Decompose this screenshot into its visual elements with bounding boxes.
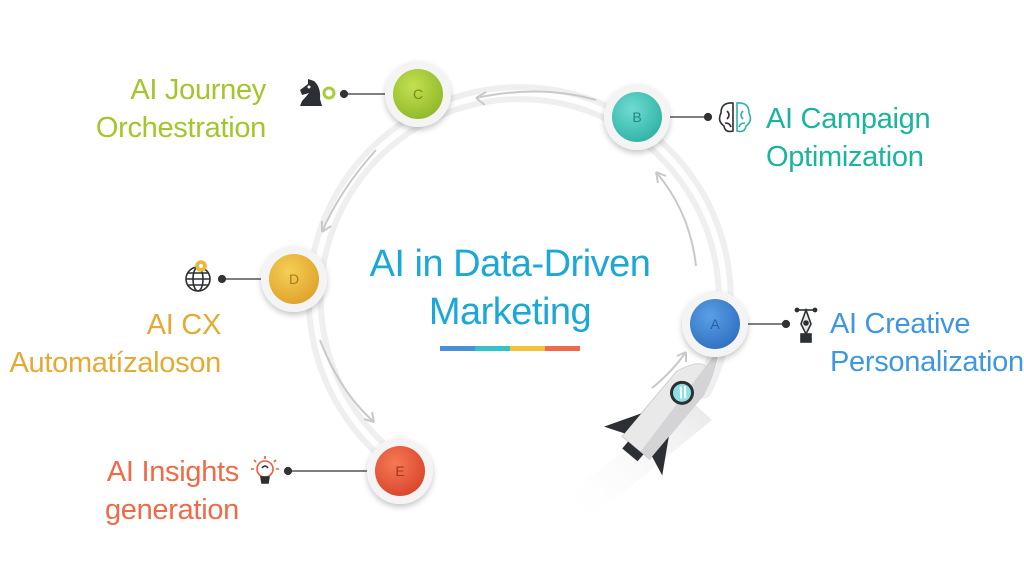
node-d: D [261, 246, 327, 312]
diagram-title: AI in Data-Driven Marketing [330, 240, 690, 336]
label-a-line-1: AI Creative [830, 308, 971, 340]
label-e-line-2: generation [104, 494, 239, 526]
underline-segment-blue [440, 346, 475, 351]
underline-segment-orange [545, 346, 580, 351]
label-b: AI Campaign Optimization [766, 100, 931, 176]
connector-lines [217, 89, 791, 476]
title-line-1: AI in Data-Driven [369, 243, 651, 285]
node-a-letter: A [710, 316, 720, 332]
rocket [560, 348, 720, 520]
node-a: A [682, 291, 748, 357]
underline-segment-yellow [510, 346, 545, 351]
arrow-a-to-b [655, 171, 697, 267]
node-c-letter: C [413, 86, 423, 102]
arrow-c-to-d [321, 149, 377, 233]
node-b-letter: B [632, 109, 641, 125]
label-c-line-2: Orchestration [95, 112, 266, 144]
globe-pin-icon [185, 260, 211, 292]
label-d-line-1: AI CX [146, 309, 222, 341]
node-c: C [385, 61, 451, 127]
arrow-d-to-e [319, 339, 375, 423]
label-b-line-1: AI Campaign [766, 103, 931, 135]
label-a-line-2: Personalization [830, 346, 1024, 378]
node-e-letter: E [395, 463, 404, 479]
pen-tool-icon [794, 307, 818, 343]
label-e-line-1: AI Insights [106, 456, 239, 488]
arrow-rocket-to-a [651, 351, 687, 389]
node-e: E [367, 438, 433, 504]
lightbulb-icon [251, 456, 279, 484]
label-d: AI CX Automatízaloson [9, 306, 221, 382]
label-c: AI Journey Orchestration [96, 71, 266, 147]
chess-knight-icon [300, 79, 336, 106]
node-d-letter: D [289, 271, 299, 287]
label-a: AI Creative Personalization [830, 305, 1024, 381]
brain-icon [718, 102, 752, 133]
label-d-line-2: Automatízaloson [9, 347, 221, 379]
label-e: AI Insights generation [105, 453, 239, 529]
arrow-b-to-c [475, 90, 597, 101]
title-underline [440, 346, 580, 351]
label-b-line-2: Optimization [766, 141, 924, 173]
title-line-2: Marketing [428, 291, 592, 333]
flow-arrows [319, 90, 697, 423]
label-c-line-1: AI Journey [130, 74, 266, 106]
underline-segment-teal [475, 346, 510, 351]
node-b: B [604, 84, 670, 150]
